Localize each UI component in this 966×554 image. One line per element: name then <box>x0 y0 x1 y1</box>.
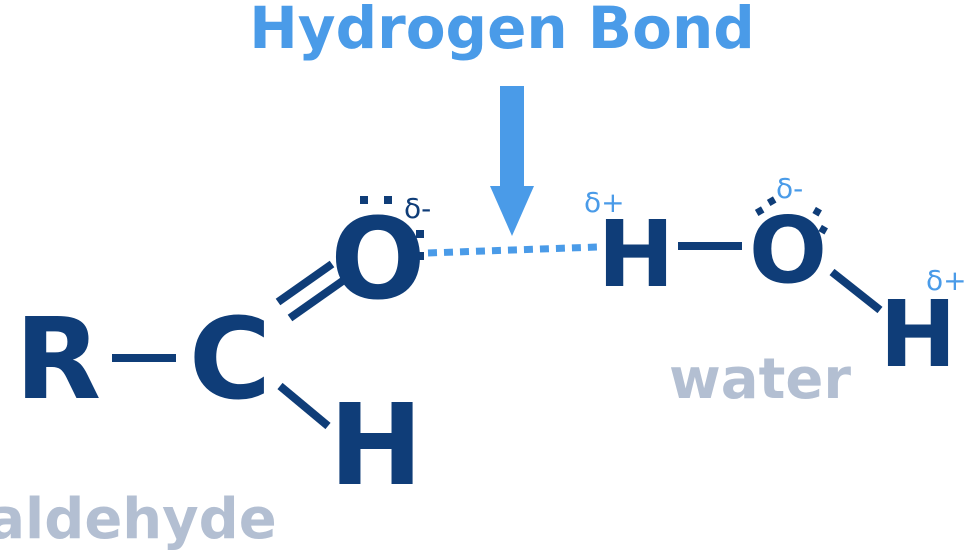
hydrogen-bond-arrow <box>490 86 534 236</box>
bond-c-h <box>277 382 331 430</box>
lone-pair-dots-aldehyde-o <box>360 196 424 260</box>
bond-water-o-h <box>829 268 883 314</box>
charge-water-h-left: δ+ <box>584 186 625 219</box>
lone-pair-dots-water-o <box>754 196 828 235</box>
aldehyde-atom-r: R <box>15 295 101 425</box>
double-bond-c-o <box>275 260 347 322</box>
water-atom-h-right: H <box>880 281 957 388</box>
charge-water-h-right: δ+ <box>926 264 966 297</box>
diagram-title: Hydrogen Bond <box>249 0 755 62</box>
water-atom-h-left: H <box>598 201 675 308</box>
aldehyde-atom-o: O <box>330 195 425 325</box>
charge-aldehyde-o: δ- <box>404 192 431 225</box>
charge-water-o: δ- <box>776 172 803 205</box>
water-label: water <box>669 347 851 412</box>
aldehyde-atom-h: H <box>329 381 423 511</box>
aldehyde-atom-c: C <box>189 295 271 425</box>
hydrogen-bond-line <box>427 243 599 257</box>
aldehyde-label: aldehyde <box>0 487 277 552</box>
water-atom-o: O <box>749 197 827 304</box>
